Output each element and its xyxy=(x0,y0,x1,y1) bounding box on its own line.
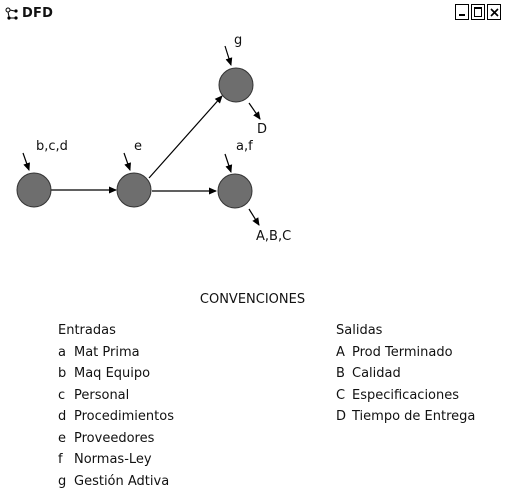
process-node-3 xyxy=(218,67,254,103)
input-arrow-n2 xyxy=(123,152,131,171)
node-4-inputs-label: a,f xyxy=(236,139,253,154)
input-legend-item: e Proveedores xyxy=(58,428,174,450)
close-icon xyxy=(490,8,499,17)
legend-label: Procedimientos xyxy=(74,409,174,424)
legend-label: Calidad xyxy=(352,366,401,381)
legend-code: C xyxy=(336,387,346,403)
input-arrow-n4 xyxy=(224,153,233,173)
input-arrow-n1 xyxy=(22,152,30,171)
legend-code: g xyxy=(58,473,67,489)
legend-code: D xyxy=(336,409,347,424)
node-3-output-label: D xyxy=(257,122,267,137)
flow-diagram: b,c,d e g a,f D A,B,C xyxy=(16,33,291,244)
maximize-button[interactable] xyxy=(471,4,485,20)
legend-label: Gestión Adtiva xyxy=(74,473,170,489)
node-2-inputs-label: e xyxy=(134,139,142,154)
input-legend-item: d Procedimientos xyxy=(58,406,174,428)
legend-label: Especificaciones xyxy=(352,387,460,403)
input-legend-item: c Personal xyxy=(58,385,174,407)
legend-label: Normas-Ley xyxy=(74,452,152,467)
legend-label: Tiempo de Entrega xyxy=(352,409,476,424)
conventions-title: CONVENCIONES xyxy=(199,292,306,307)
output-legend-item: A Prod Terminado xyxy=(336,342,475,364)
input-legend-item: f Normas-Ley xyxy=(58,449,174,471)
process-node-1 xyxy=(16,172,52,208)
output-arrow-n3 xyxy=(248,102,261,120)
legend-label: Proveedores xyxy=(74,430,155,446)
input-arrow-n3 xyxy=(224,45,233,66)
node-1-inputs-label: b,c,d xyxy=(36,139,68,154)
legend-code: d xyxy=(58,409,67,424)
close-button[interactable] xyxy=(487,4,501,20)
legend-code: b xyxy=(58,366,67,381)
legend-label: Maq Equipo xyxy=(74,366,151,381)
legend-code: c xyxy=(58,387,66,403)
flow-diagram-icon xyxy=(4,6,20,22)
window-title: DFD xyxy=(22,6,54,21)
legend-code: B xyxy=(336,366,345,381)
input-legend-item: b Maq Equipo xyxy=(58,363,174,385)
legend-code: A xyxy=(336,344,345,360)
input-legend-item: g Gestión Adtiva xyxy=(58,471,174,493)
legend-label: Mat Prima xyxy=(74,344,140,360)
output-legend-item: C Especificaciones xyxy=(336,385,475,407)
legend-code: a xyxy=(58,344,66,360)
node-3-inputs-label: g xyxy=(234,33,242,48)
legend-code: e xyxy=(58,430,66,446)
process-node-4 xyxy=(217,173,253,209)
minimize-button[interactable] xyxy=(455,4,469,20)
legend-label: Personal xyxy=(74,387,130,403)
inputs-legend: Entradas a Mat Prima b Maq Equipo c Personal d… xyxy=(58,320,174,492)
output-legend-item: D Tiempo de Entrega xyxy=(336,406,475,428)
legend-label: Prod Terminado xyxy=(352,344,453,360)
output-legend-item: B Calidad xyxy=(336,363,475,385)
inputs-heading: Entradas xyxy=(58,323,116,338)
process-node-2 xyxy=(116,172,152,208)
input-legend-item: a Mat Prima xyxy=(58,342,174,364)
legend-code: f xyxy=(58,452,63,467)
edge-n2-n3 xyxy=(148,95,223,179)
outputs-heading: Salidas xyxy=(336,323,383,338)
window-controls xyxy=(455,4,501,20)
output-arrow-n4 xyxy=(248,208,260,226)
node-4-output-label: A,B,C xyxy=(256,229,291,244)
title-bar: DFD xyxy=(0,0,505,26)
